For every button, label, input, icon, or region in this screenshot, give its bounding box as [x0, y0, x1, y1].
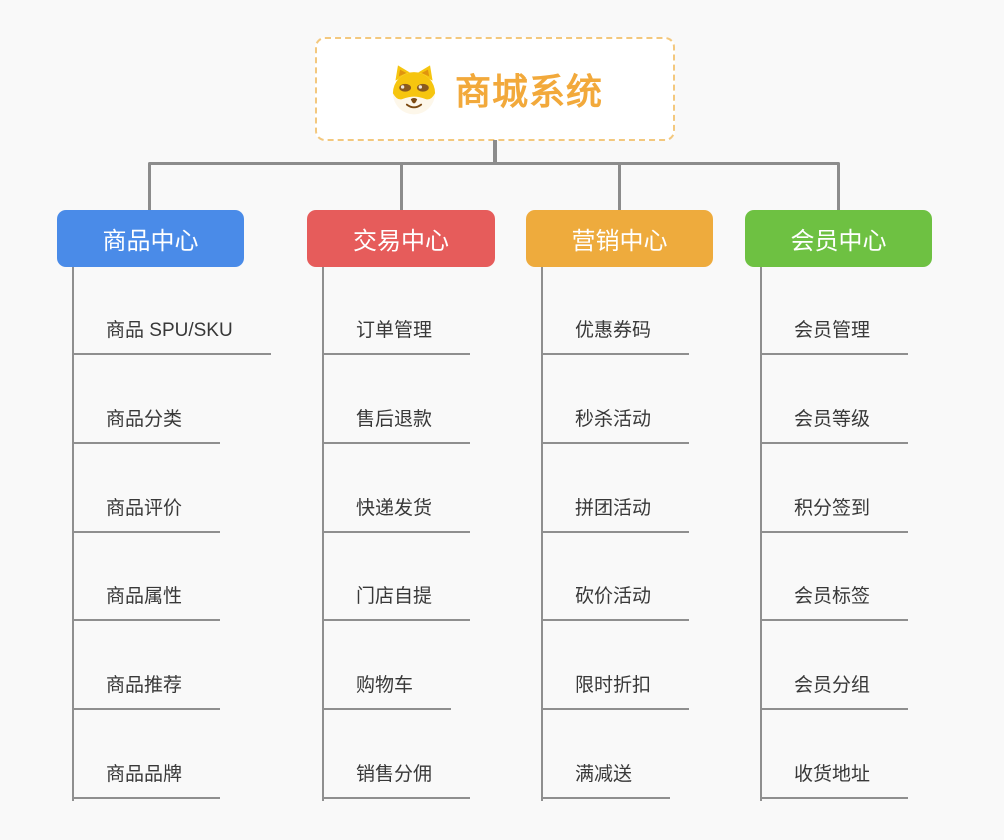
- dog-face-icon: [387, 62, 441, 116]
- leaf-item[interactable]: 会员标签: [760, 583, 909, 621]
- branch-drop-connector: [618, 164, 621, 210]
- branch-trunk-connector: [760, 267, 762, 801]
- branch-trunk-connector: [322, 267, 324, 801]
- root-node[interactable]: 商城系统: [315, 37, 675, 141]
- leaf-item[interactable]: 积分签到: [760, 495, 909, 533]
- leaf-item[interactable]: 会员等级: [760, 406, 909, 444]
- branch-header-trade-center[interactable]: 交易中心: [307, 210, 495, 267]
- branch-rail-connector: [148, 162, 840, 165]
- leaf-item[interactable]: 销售分佣: [322, 761, 471, 799]
- branch-header-product-center[interactable]: 商品中心: [57, 210, 244, 267]
- root-trunk-connector: [493, 140, 497, 165]
- leaf-item[interactable]: 商品评价: [72, 495, 221, 533]
- leaf-item[interactable]: 会员分组: [760, 672, 909, 710]
- leaf-item[interactable]: 商品属性: [72, 583, 221, 621]
- branch-trunk-connector: [72, 267, 74, 801]
- leaf-item[interactable]: 拼团活动: [541, 495, 690, 533]
- leaf-item[interactable]: 售后退款: [322, 406, 471, 444]
- leaf-item[interactable]: 商品品牌: [72, 761, 221, 799]
- leaf-item[interactable]: 商品分类: [72, 406, 221, 444]
- branch-drop-connector: [837, 164, 840, 210]
- branch-header-marketing-center[interactable]: 营销中心: [526, 210, 713, 267]
- leaf-item[interactable]: 砍价活动: [541, 583, 690, 621]
- branch-drop-connector: [400, 164, 403, 210]
- leaf-item[interactable]: 门店自提: [322, 583, 471, 621]
- leaf-item[interactable]: 秒杀活动: [541, 406, 690, 444]
- leaf-item[interactable]: 优惠券码: [541, 317, 690, 355]
- branch-drop-connector: [148, 164, 151, 210]
- leaf-item[interactable]: 购物车: [322, 672, 452, 710]
- leaf-item[interactable]: 快递发货: [322, 495, 471, 533]
- root-title: 商城系统: [454, 71, 603, 112]
- leaf-item[interactable]: 商品推荐: [72, 672, 221, 710]
- leaf-item[interactable]: 限时折扣: [541, 672, 690, 710]
- leaf-item[interactable]: 商品 SPU/SKU: [72, 317, 271, 355]
- leaf-item[interactable]: 收货地址: [760, 761, 909, 799]
- leaf-item[interactable]: 订单管理: [322, 317, 471, 355]
- leaf-item[interactable]: 会员管理: [760, 317, 909, 355]
- leaf-item[interactable]: 满减送: [541, 761, 671, 799]
- branch-trunk-connector: [541, 267, 543, 801]
- branch-header-member-center[interactable]: 会员中心: [745, 210, 932, 267]
